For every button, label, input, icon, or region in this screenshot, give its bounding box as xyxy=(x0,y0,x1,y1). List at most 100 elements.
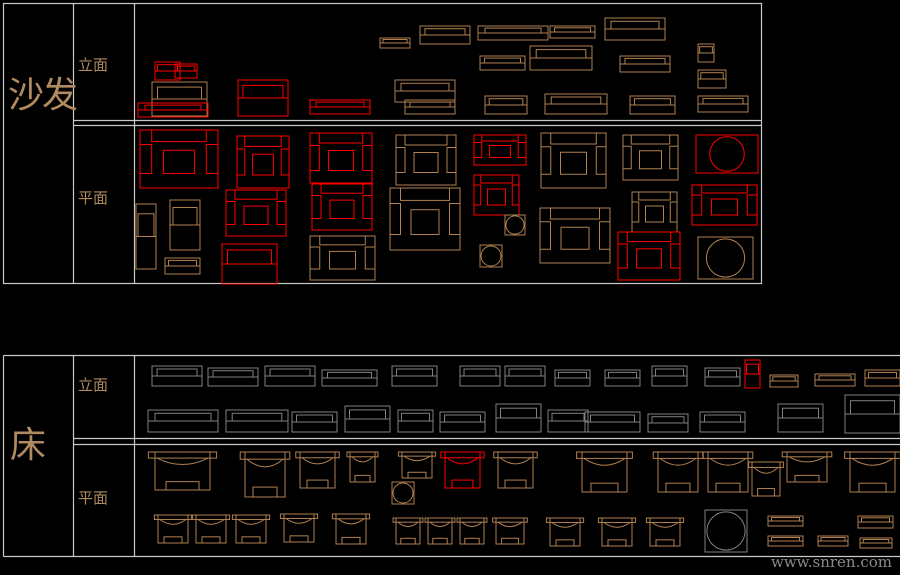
cad-block-50[interactable] xyxy=(391,365,438,387)
cad-block-45[interactable] xyxy=(697,236,754,280)
cad-block-76[interactable] xyxy=(295,451,340,489)
cad-block-82[interactable] xyxy=(652,451,704,493)
cad-block-89[interactable] xyxy=(191,514,231,544)
cad-block-100[interactable] xyxy=(704,509,748,553)
cad-block-60[interactable] xyxy=(864,369,900,387)
cad-block-75[interactable] xyxy=(239,451,291,498)
cad-block-72[interactable] xyxy=(777,403,824,433)
cad-block-23[interactable] xyxy=(236,135,290,189)
cad-block-77[interactable] xyxy=(346,451,379,483)
cad-block-40[interactable] xyxy=(479,244,503,268)
cad-block-69[interactable] xyxy=(584,411,641,433)
cad-block-98[interactable] xyxy=(597,517,637,547)
cad-block-25[interactable] xyxy=(395,134,457,186)
cad-block-99[interactable] xyxy=(645,517,685,547)
cad-block-102[interactable] xyxy=(767,535,804,547)
cad-block-9[interactable] xyxy=(549,25,596,39)
cad-block-80[interactable] xyxy=(493,451,538,489)
cad-block-3[interactable] xyxy=(137,102,209,118)
cad-block-34[interactable] xyxy=(221,243,278,285)
cad-block-41[interactable] xyxy=(539,207,611,264)
cad-block-68[interactable] xyxy=(547,409,589,433)
cad-block-58[interactable] xyxy=(769,374,799,388)
cad-block-79[interactable] xyxy=(440,451,485,489)
cad-block-74[interactable] xyxy=(147,451,218,491)
cad-block-55[interactable] xyxy=(651,365,688,387)
cad-block-19[interactable] xyxy=(629,95,676,115)
cad-block-83[interactable] xyxy=(702,451,754,493)
cad-block-90[interactable] xyxy=(231,514,271,544)
cad-block-8[interactable] xyxy=(477,25,549,41)
cad-block-88[interactable] xyxy=(153,514,193,544)
cad-block-51[interactable] xyxy=(459,365,501,387)
cad-block-105[interactable] xyxy=(859,537,893,549)
cad-block-96[interactable] xyxy=(492,517,528,545)
cad-block-22[interactable] xyxy=(139,129,219,189)
cad-block-18[interactable] xyxy=(544,93,608,115)
cad-block-91[interactable] xyxy=(279,513,319,543)
cad-block-35[interactable] xyxy=(311,183,373,231)
cad-block-56[interactable] xyxy=(704,367,741,387)
cad-block-10[interactable] xyxy=(604,17,666,41)
cad-block-57[interactable] xyxy=(744,359,761,389)
cad-block-14[interactable] xyxy=(697,43,715,63)
cad-block-67[interactable] xyxy=(495,403,542,433)
cad-block-31[interactable] xyxy=(169,199,201,251)
cad-block-92[interactable] xyxy=(331,513,371,545)
cad-block-24[interactable] xyxy=(309,132,373,184)
cad-block-27[interactable] xyxy=(540,132,607,189)
cad-block-12[interactable] xyxy=(529,45,593,71)
cad-block-84[interactable] xyxy=(748,461,784,497)
cad-block-29[interactable] xyxy=(695,134,759,174)
cad-block-71[interactable] xyxy=(699,411,746,433)
cad-block-33[interactable] xyxy=(225,189,287,237)
cad-block-13[interactable] xyxy=(619,55,671,73)
cad-block-16[interactable] xyxy=(404,99,456,115)
cad-block-95[interactable] xyxy=(456,517,488,545)
cad-block-87[interactable] xyxy=(391,481,415,505)
cad-block-86[interactable] xyxy=(844,451,900,493)
cad-block-97[interactable] xyxy=(545,517,585,547)
cad-block-36[interactable] xyxy=(309,235,376,281)
cad-block-78[interactable] xyxy=(397,451,437,479)
cad-block-94[interactable] xyxy=(424,517,456,545)
cad-block-20[interactable] xyxy=(697,69,727,89)
cad-block-70[interactable] xyxy=(647,413,689,433)
cad-block-66[interactable] xyxy=(439,411,486,433)
cad-block-11[interactable] xyxy=(479,55,526,71)
cad-block-42[interactable] xyxy=(631,191,678,233)
cad-block-73[interactable] xyxy=(844,394,900,434)
cad-block-63[interactable] xyxy=(291,411,338,433)
cad-block-53[interactable] xyxy=(554,369,591,387)
cad-block-2[interactable] xyxy=(151,81,208,117)
cad-block-52[interactable] xyxy=(504,365,546,387)
cad-block-61[interactable] xyxy=(147,409,219,433)
cad-block-48[interactable] xyxy=(264,365,316,387)
cad-block-1[interactable] xyxy=(174,63,198,79)
cad-block-43[interactable] xyxy=(617,231,681,281)
cad-block-17[interactable] xyxy=(484,95,528,115)
cad-block-15[interactable] xyxy=(394,79,456,103)
cad-block-38[interactable] xyxy=(473,174,520,216)
cad-block-65[interactable] xyxy=(397,409,434,433)
cad-block-85[interactable] xyxy=(781,451,833,483)
cad-block-26[interactable] xyxy=(473,134,527,166)
cad-block-30[interactable] xyxy=(135,203,157,270)
cad-block-39[interactable] xyxy=(504,214,526,236)
cad-block-81[interactable] xyxy=(576,451,633,493)
cad-block-7[interactable] xyxy=(419,25,471,45)
cad-block-49[interactable] xyxy=(321,369,378,387)
cad-block-21[interactable] xyxy=(697,95,749,113)
cad-block-62[interactable] xyxy=(225,409,289,433)
cad-block-59[interactable] xyxy=(814,373,856,387)
cad-block-46[interactable] xyxy=(151,365,203,387)
cad-block-4[interactable] xyxy=(237,79,289,117)
cad-block-44[interactable] xyxy=(691,184,758,226)
cad-block-101[interactable] xyxy=(767,515,804,527)
cad-block-32[interactable] xyxy=(164,257,201,275)
cad-block-103[interactable] xyxy=(817,535,849,547)
cad-block-47[interactable] xyxy=(207,367,259,387)
cad-block-104[interactable] xyxy=(857,515,894,529)
cad-block-54[interactable] xyxy=(604,369,641,387)
